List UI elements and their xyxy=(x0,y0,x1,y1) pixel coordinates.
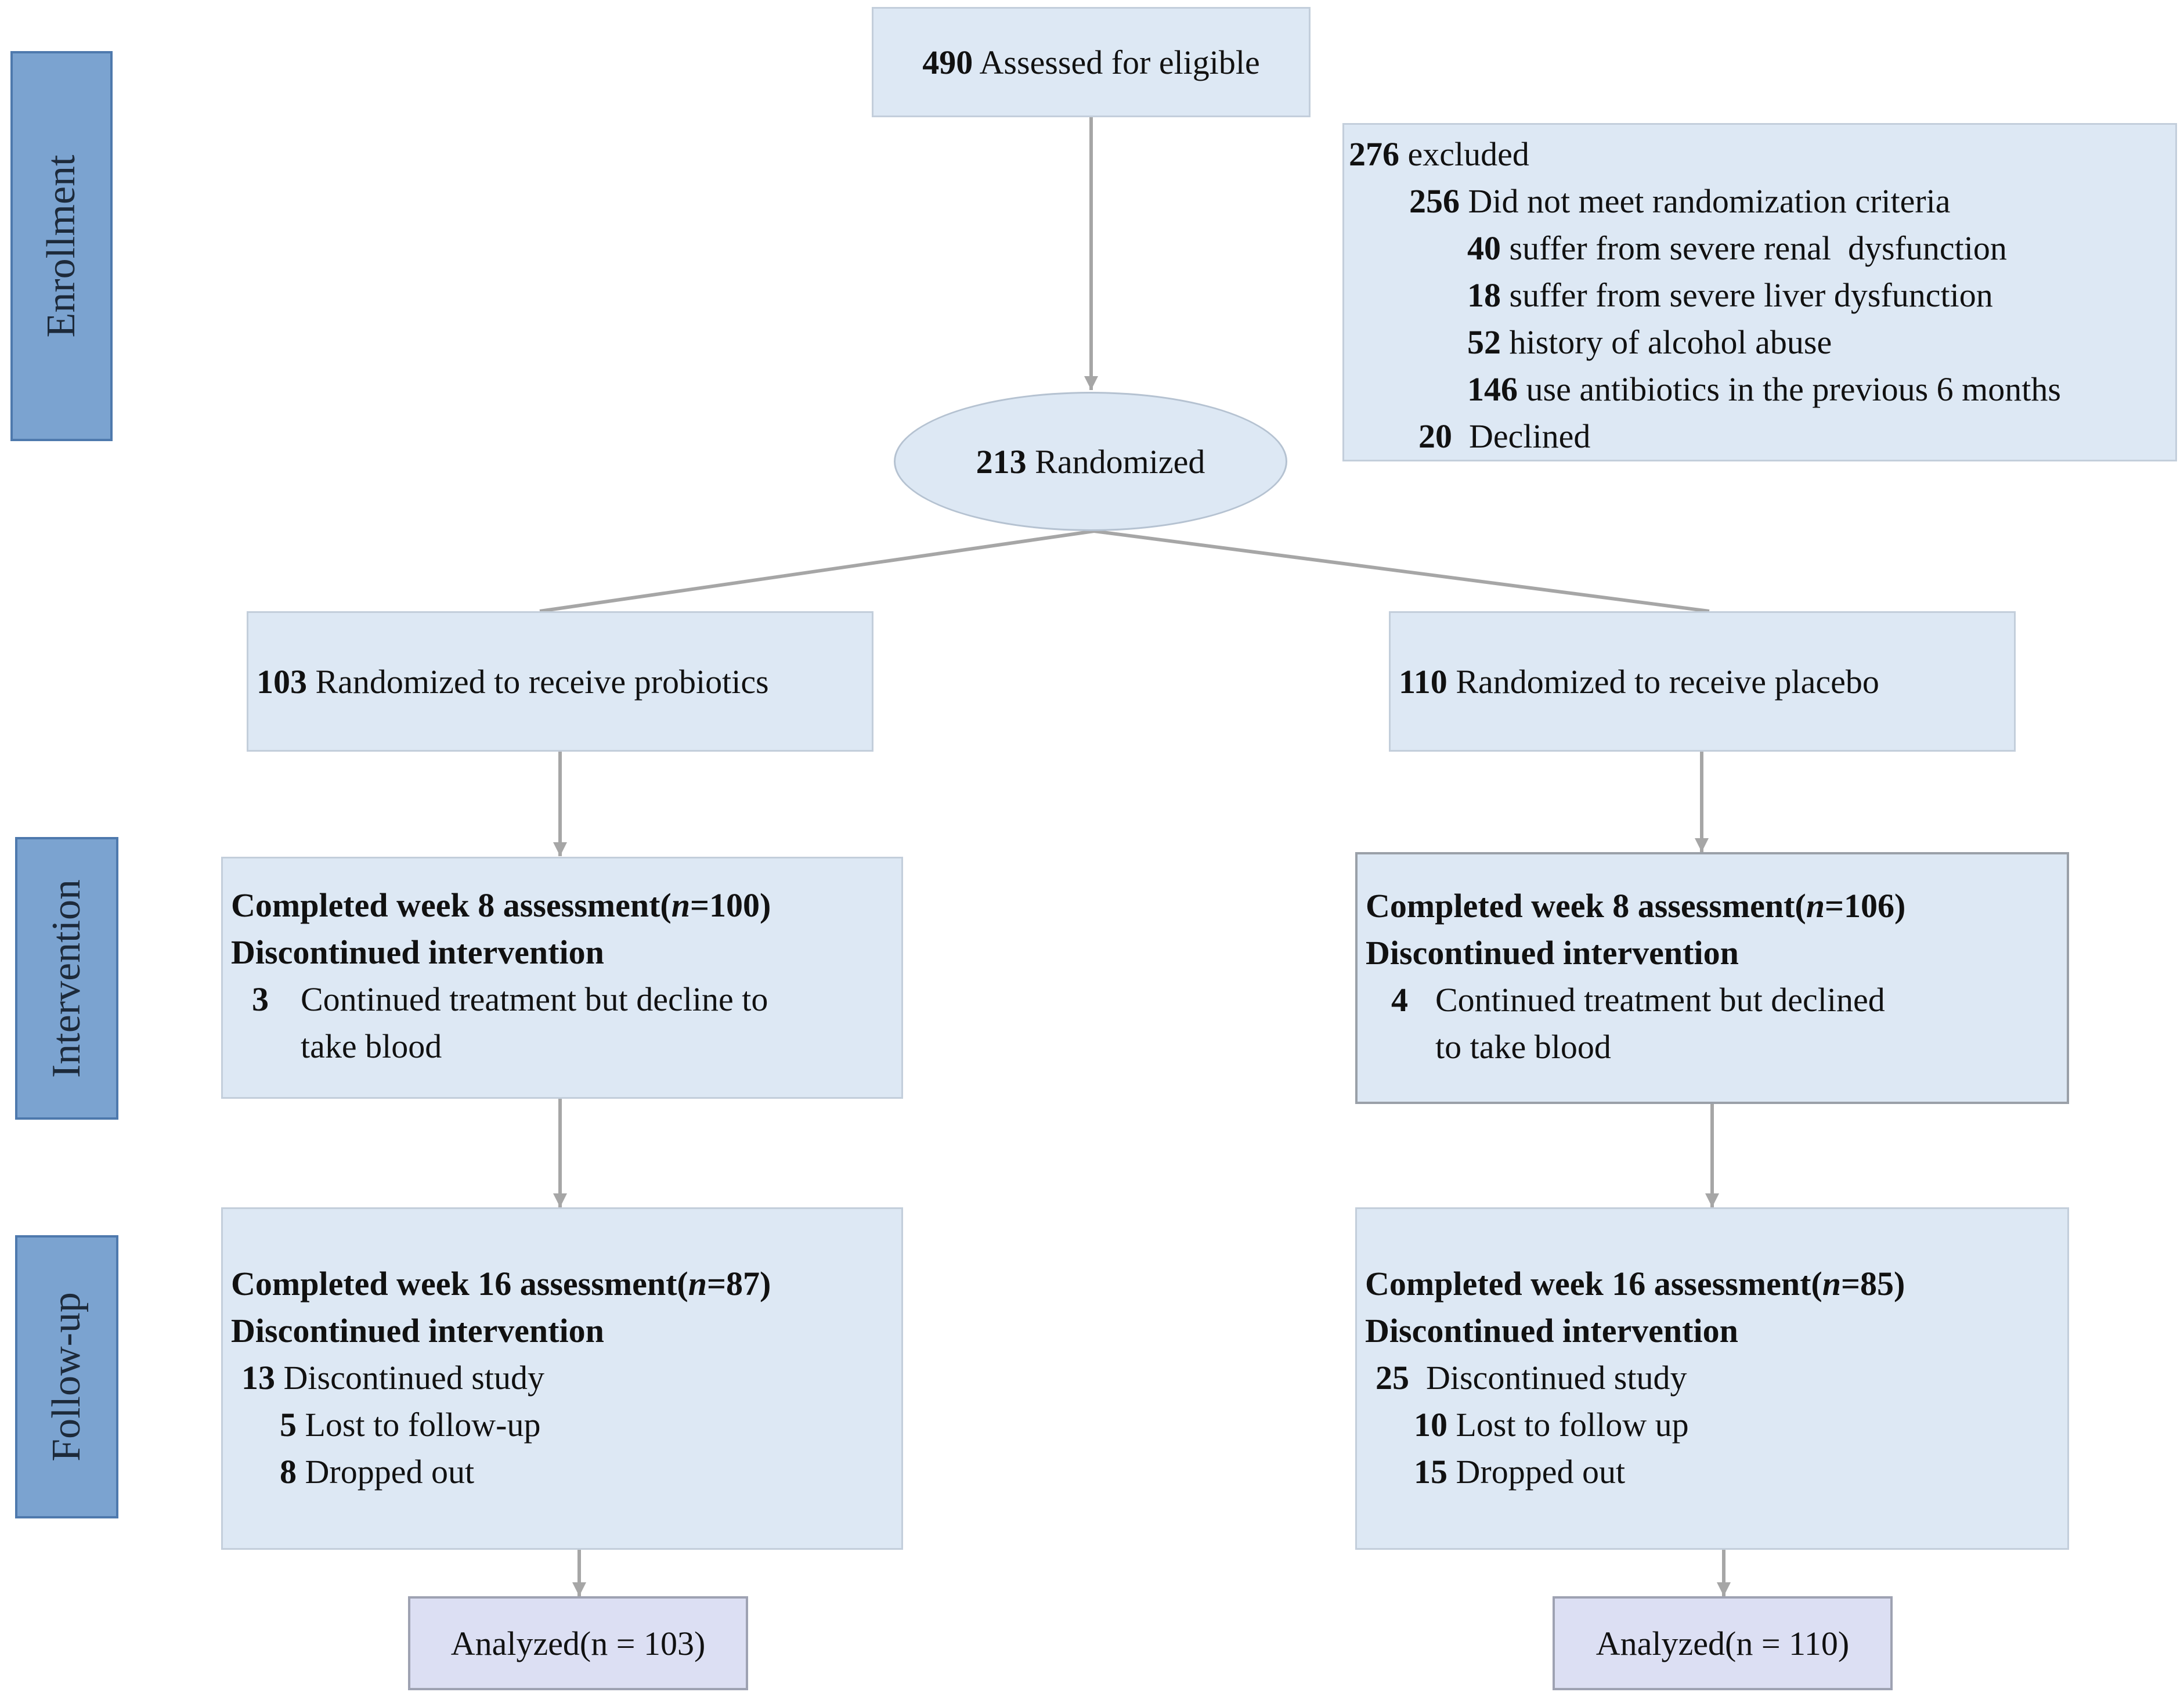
excluded-declined: 20 Declined xyxy=(1418,417,1591,455)
placebo-analyzed-text: Analyzed(n = 110) xyxy=(1595,1624,1850,1662)
placebo-week16-box: Completed week 16 assessment(n=85) Disco… xyxy=(1355,1207,2069,1550)
line-split-right xyxy=(1093,529,1710,613)
probiotics-week16-discontinued: Discontinued intervention xyxy=(231,1312,604,1350)
assessed-box: 490 Assessed for eligible xyxy=(872,7,1311,117)
stage-followup: Follow-up xyxy=(15,1235,118,1518)
excluded-box: 276 excluded 256 Did not meet randomizat… xyxy=(1342,123,2177,461)
probiotics-week8-completed: Completed week 8 assessment(n=100) xyxy=(231,886,771,924)
excluded-renal: 40 suffer from severe renal dysfunction xyxy=(1467,229,2007,267)
placebo-week16-study: 25 Discontinued study xyxy=(1376,1359,1687,1397)
randomized-text: 213 Randomized xyxy=(976,442,1205,481)
stage-intervention: Intervention xyxy=(15,837,118,1120)
placebo-week8-reason-cont: to take blood xyxy=(1435,1028,1611,1066)
placebo-week16-discontinued: Discontinued intervention xyxy=(1365,1312,1738,1350)
placebo-week16-lost: 10 Lost to follow up xyxy=(1414,1406,1689,1444)
probiotics-randomized-box: 103 Randomized to receive probiotics xyxy=(247,611,873,752)
line-split-left xyxy=(539,529,1095,613)
probiotics-week16-study: 13 Discontinued study xyxy=(241,1359,544,1397)
excluded-not-meet: 256 Did not meet randomization criteria xyxy=(1409,182,1951,220)
stage-followup-label: Follow-up xyxy=(44,1292,89,1462)
probiotics-randomized-text: 103 Randomized to receive probiotics xyxy=(257,662,769,701)
excluded-total: 276 excluded xyxy=(1349,135,1529,173)
probiotics-analyzed-text: Analyzed(n = 103) xyxy=(450,1624,706,1662)
placebo-week8-box: Completed week 8 assessment(n=106) Disco… xyxy=(1355,852,2069,1104)
stage-intervention-label: Intervention xyxy=(44,879,89,1078)
placebo-week8-completed: Completed week 8 assessment(n=106) xyxy=(1366,887,1906,925)
assessed-text: 490 Assessed for eligible xyxy=(922,43,1260,81)
probiotics-week8-discontinued: Discontinued intervention xyxy=(231,933,604,971)
probiotics-week16-box: Completed week 16 assessment(n=87) Disco… xyxy=(221,1207,903,1550)
stage-enrollment: Enrollment xyxy=(10,51,113,441)
placebo-week8-discontinued: Discontinued intervention xyxy=(1366,934,1739,972)
placebo-week16-dropped: 15 Dropped out xyxy=(1414,1453,1626,1491)
placebo-randomized-box: 110 Randomized to receive placebo xyxy=(1389,611,2016,752)
excluded-antibiotics: 146 use antibiotics in the previous 6 mo… xyxy=(1467,370,2061,408)
randomized-ellipse: 213 Randomized xyxy=(894,392,1287,531)
probiotics-week16-lost: 5 Lost to follow-up xyxy=(280,1406,541,1444)
excluded-alcohol: 52 history of alcohol abuse xyxy=(1467,323,1832,361)
probiotics-week16-completed: Completed week 16 assessment(n=87) xyxy=(231,1265,771,1303)
placebo-week16-completed: Completed week 16 assessment(n=85) xyxy=(1365,1265,1905,1303)
placebo-randomized-text: 110 Randomized to receive placebo xyxy=(1399,662,1879,701)
probiotics-week8-box: Completed week 8 assessment(n=100) Disco… xyxy=(221,857,903,1099)
probiotics-week16-dropped: 8 Dropped out xyxy=(280,1453,475,1491)
probiotics-week8-reason-cont: take blood xyxy=(301,1027,442,1065)
placebo-analyzed-box: Analyzed(n = 110) xyxy=(1553,1596,1893,1690)
stage-enrollment-label: Enrollment xyxy=(39,154,84,338)
excluded-liver: 18 suffer from severe liver dysfunction xyxy=(1467,276,1993,314)
probiotics-analyzed-box: Analyzed(n = 103) xyxy=(408,1596,748,1690)
